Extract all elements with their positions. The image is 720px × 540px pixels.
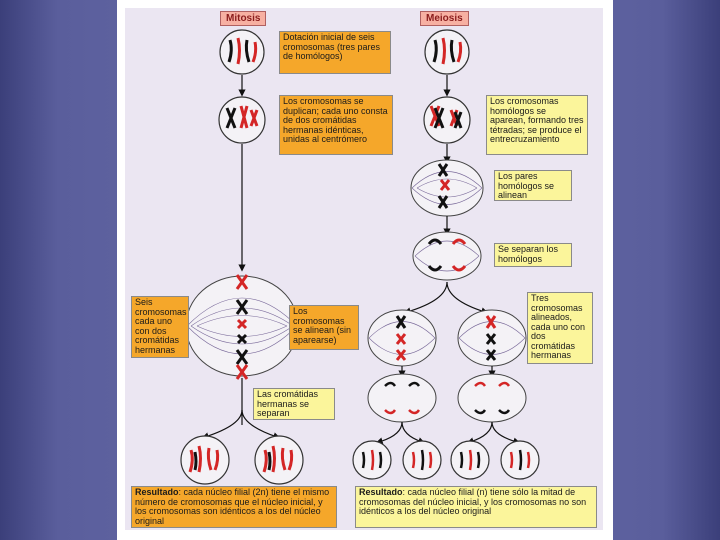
mitosis-daughter-cell-1 [180, 435, 230, 485]
meiosis-cell-anaphase-2-right [457, 373, 527, 423]
mitosis-daughter-cell-2 [254, 435, 304, 485]
meiosis-cell-metaphase-1 [410, 159, 484, 217]
arrow [401, 421, 426, 445]
meiosis-cell-metaphase-2-right [457, 309, 527, 367]
label-chromosomes-duplicate: Los cromosomas se duplican; cada uno con… [279, 95, 393, 155]
result-mitosis-text: : cada núcleo filial (2n) tiene el mismo… [135, 487, 330, 526]
label-homologs-pair: Los cromosomas homólogos se aparean, for… [486, 95, 588, 155]
meiosis-cell-initial [424, 29, 470, 75]
label-sister-chromatids-separate: Las cromátidas hermanas se separan [253, 388, 335, 420]
meiosis-daughter-cells [352, 440, 540, 480]
mitosis-cell-metaphase [185, 274, 299, 380]
result-mitosis: Resultado: cada núcleo filial (2n) tiene… [131, 486, 337, 528]
arrow [375, 421, 403, 445]
meiosis-cell-anaphase-2-left [367, 373, 437, 423]
mitosis-cell-duplicated [218, 96, 266, 144]
result-mitosis-label: Resultado [135, 487, 179, 497]
arrow [403, 281, 448, 315]
meiosis-cell-metaphase-2-left [367, 309, 437, 367]
cell-division-diagram [180, 29, 540, 485]
arrow [201, 409, 243, 440]
result-meiosis-label: Resultado [359, 487, 403, 497]
label-homologs-separate: Se separan los homólogos [494, 243, 572, 267]
label-three-chromosomes: Tres cromosomas alineados, cada uno con … [527, 292, 593, 364]
header-mitosis: Mitosis [220, 11, 267, 26]
result-meiosis: Resultado: cada núcleo filial (n) tiene … [355, 486, 597, 528]
label-six-chromosomes: Seis cromosomas cada uno con dos cromáti… [131, 296, 189, 358]
label-initial-chromosomes: Dotación inicial de seis cromosomas (tre… [279, 31, 391, 74]
meiosis-cell-anaphase-1 [412, 231, 482, 281]
slide: Mitosis Meiosis Dotación inicial de seis… [117, 0, 613, 540]
arrow [466, 421, 493, 445]
arrow [241, 409, 281, 440]
result-meiosis-text: : cada núcleo filial (n) tiene sólo la m… [359, 487, 587, 516]
label-homolog-pairs-align: Los pares homólogos se alinean [494, 170, 572, 201]
label-chromosomes-align: Los cromosomas se alinean (sin aparearse… [289, 305, 359, 350]
meiosis-cell-tetrads [423, 96, 471, 144]
header-meiosis: Meiosis [420, 11, 469, 26]
mitosis-cell-initial [219, 29, 265, 75]
arrow [446, 281, 489, 315]
arrow [491, 421, 521, 445]
